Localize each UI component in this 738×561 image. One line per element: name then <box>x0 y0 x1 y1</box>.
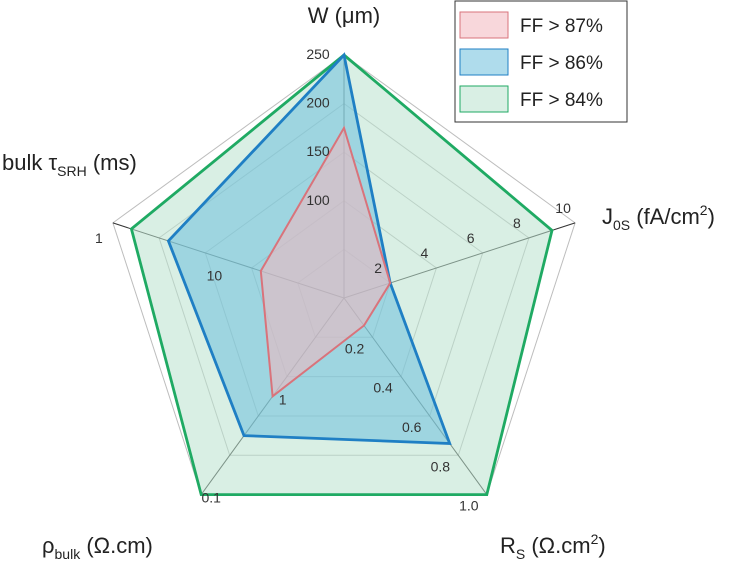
legend-label-3: FF > 84% <box>520 90 603 111</box>
tick-j0s-3: 6 <box>467 230 475 246</box>
tick-rho-2: 0.1 <box>201 490 221 506</box>
tick-j0s-4: 8 <box>513 215 521 231</box>
tick-w-1: 100 <box>306 192 330 208</box>
axis-label-rho: ρbulk (Ω.cm) <box>42 533 153 561</box>
tick-w-4: 250 <box>306 46 330 62</box>
tick-rs-3: 0.6 <box>402 419 422 435</box>
axis-label-w: W (μm) <box>308 3 381 28</box>
tick-rs-4: 0.8 <box>431 458 451 474</box>
legend-swatch-3 <box>459 85 509 113</box>
tick-rho-1: 1 <box>279 391 287 407</box>
tick-w-2: 150 <box>306 143 330 159</box>
tick-tau-1: 10 <box>207 268 223 284</box>
legend-swatch-1 <box>459 11 509 39</box>
series-1-polygon <box>259 125 392 399</box>
tick-tau-2: 1 <box>95 230 103 246</box>
legend-label-2: FF > 86% <box>520 53 603 74</box>
legend: FF > 87% FF > 86% FF > 84% <box>454 0 628 123</box>
axis-label-j0s: J0S (fA/cm2) <box>602 202 715 233</box>
axis-label-tau: bulk τSRH (ms) <box>2 150 137 179</box>
legend-label-1: FF > 87% <box>520 16 603 37</box>
tick-rs-5: 1.0 <box>459 498 479 514</box>
tick-rs-2: 0.4 <box>373 380 393 396</box>
tick-j0s-1: 2 <box>374 260 382 276</box>
tick-j0s-2: 4 <box>421 245 429 261</box>
legend-swatch-2 <box>459 48 509 76</box>
series-layer <box>129 52 554 497</box>
tick-w-3: 200 <box>306 95 330 111</box>
tick-labels: 100 150 200 250 2 4 6 8 10 0.2 0.4 0.6 0.8 1.0 1 0.1 10 1 <box>95 46 571 514</box>
tick-j0s-5: 10 <box>555 200 571 216</box>
axis-label-rs: RS (Ω.cm2) <box>500 531 606 561</box>
tick-rs-1: 0.2 <box>345 340 365 356</box>
axis-labels: W (μm) J0S (fA/cm2) RS (Ω.cm2) ρbulk (Ω.cm)… <box>2 3 715 561</box>
